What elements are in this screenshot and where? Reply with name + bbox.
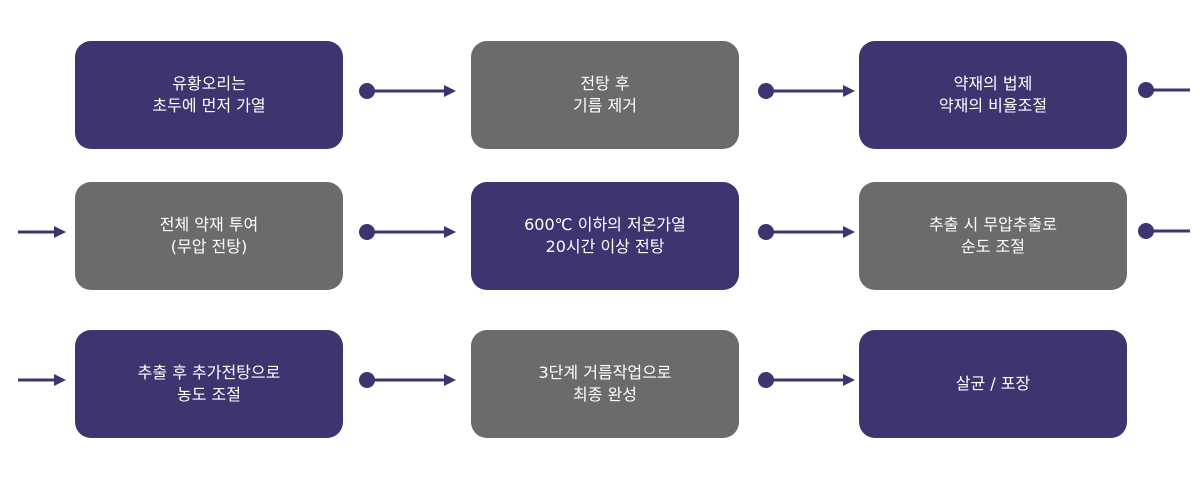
- step-label-line: 최종 완성: [573, 385, 637, 404]
- step-label-line: 추출 후 추가전탕으로: [137, 363, 281, 382]
- step-box-9: 살균 / 포장: [859, 330, 1127, 438]
- arrow-head-icon: [444, 85, 456, 97]
- step-label-line: 순도 조절: [961, 237, 1025, 256]
- step-label-line: 전탕 후: [580, 74, 630, 93]
- step-label-line: 600℃ 이하의 저온가열: [524, 215, 686, 234]
- step-text: 전체 약재 투여 (무압 전탕): [160, 214, 259, 258]
- step-label-line: (무압 전탕): [170, 237, 248, 256]
- step-label-line: 농도 조절: [177, 385, 241, 404]
- step-box-4: 전체 약재 투여 (무압 전탕): [75, 182, 343, 290]
- step-label-line: 추출 시 무압추출로: [929, 215, 1057, 234]
- arrow-head-icon: [843, 374, 855, 386]
- step-label-line: 초두에 먼저 가열: [152, 96, 266, 115]
- arrow-head-icon: [843, 226, 855, 238]
- step-label-line: 약재의 비율조절: [938, 96, 1048, 115]
- step-label-line: 전체 약재 투여: [159, 215, 259, 234]
- step-box-5: 600℃ 이하의 저온가열 20시간 이상 전탕: [471, 182, 739, 290]
- step-label-line: 약재의 법제: [953, 74, 1033, 93]
- step-label-line: 3단계 거름작업으로: [538, 363, 672, 382]
- arrow-head-icon: [444, 226, 456, 238]
- arrow-head-icon: [54, 374, 66, 386]
- step-label-line: 살균 / 포장: [955, 374, 1031, 393]
- arrow-head-icon: [444, 374, 456, 386]
- step-label-line: 유황오리는: [172, 74, 246, 93]
- arrow-head-icon: [54, 226, 66, 238]
- step-label-line: 기름 제거: [573, 96, 637, 115]
- arrow-head-icon: [843, 85, 855, 97]
- step-text: 600℃ 이하의 저온가열 20시간 이상 전탕: [524, 214, 686, 258]
- step-text: 살균 / 포장: [956, 373, 1030, 395]
- step-label-line: 20시간 이상 전탕: [545, 237, 665, 256]
